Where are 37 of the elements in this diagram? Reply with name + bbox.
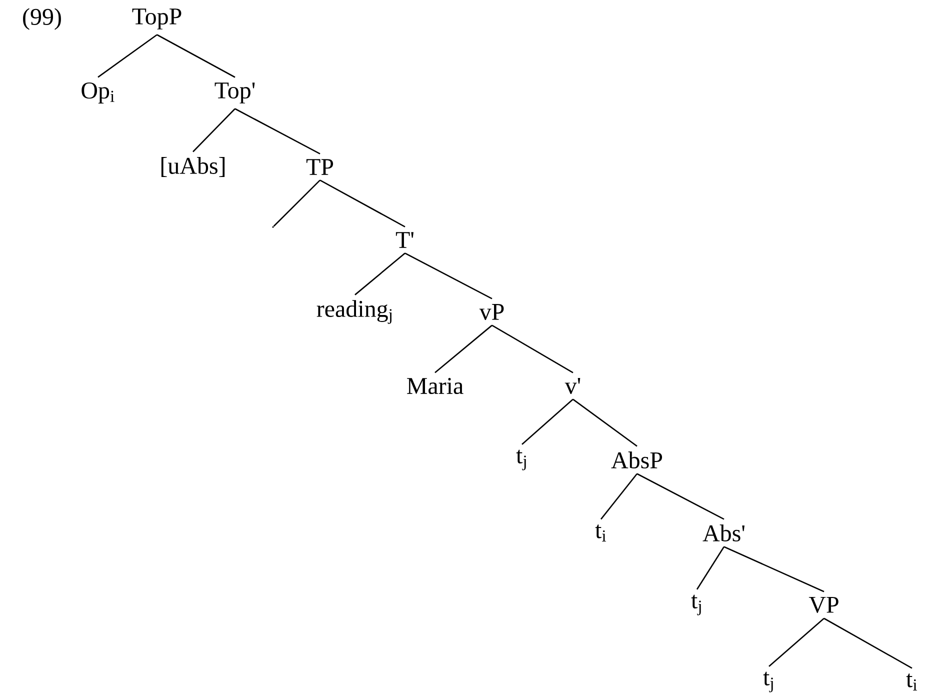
branch-line [696, 546, 725, 590]
tree-label: t$_{i}$ [906, 674, 918, 690]
tree-label: t$_{i}$ [595, 524, 606, 542]
branch-line [156, 34, 236, 78]
tree-label: Op$_{i}$ [82, 82, 114, 104]
branch-line [354, 252, 406, 296]
tree-label: t$_{j}$ [763, 672, 773, 692]
tree-label: TopP [132, 8, 182, 30]
branch-line [600, 473, 638, 520]
branch-line [636, 473, 724, 520]
tree-label: T' [396, 232, 414, 248]
branch-line [404, 252, 492, 300]
branch-line [234, 108, 320, 154]
tree-label: AbsP [611, 452, 662, 468]
branch-line [522, 398, 574, 445]
branch-line [492, 324, 574, 374]
tree-label: Abs' [702, 524, 744, 542]
tree-label: vP [479, 304, 504, 320]
branch-line [824, 618, 912, 669]
tree-label: v' [564, 378, 580, 394]
tree-label: Maria [407, 378, 464, 394]
branch-line [192, 108, 236, 152]
branch-line [98, 34, 158, 78]
tree-label: TP [306, 159, 334, 175]
tree-label: reading$_{j}$ [316, 300, 392, 324]
tree-label: t$_{j}$ [691, 594, 701, 616]
tree-label: Top' [214, 82, 255, 104]
branch-line [768, 618, 824, 667]
tree-label: t$_{j}$ [516, 450, 526, 470]
branch-line [572, 398, 638, 447]
tree-label: VP [808, 596, 838, 614]
branch-line [320, 180, 406, 228]
branch-line [434, 324, 492, 374]
tree-label: [uAbs] [161, 157, 225, 177]
example-number: (99) [23, 8, 61, 30]
branch-line [724, 546, 824, 592]
branch-line [273, 180, 320, 227]
